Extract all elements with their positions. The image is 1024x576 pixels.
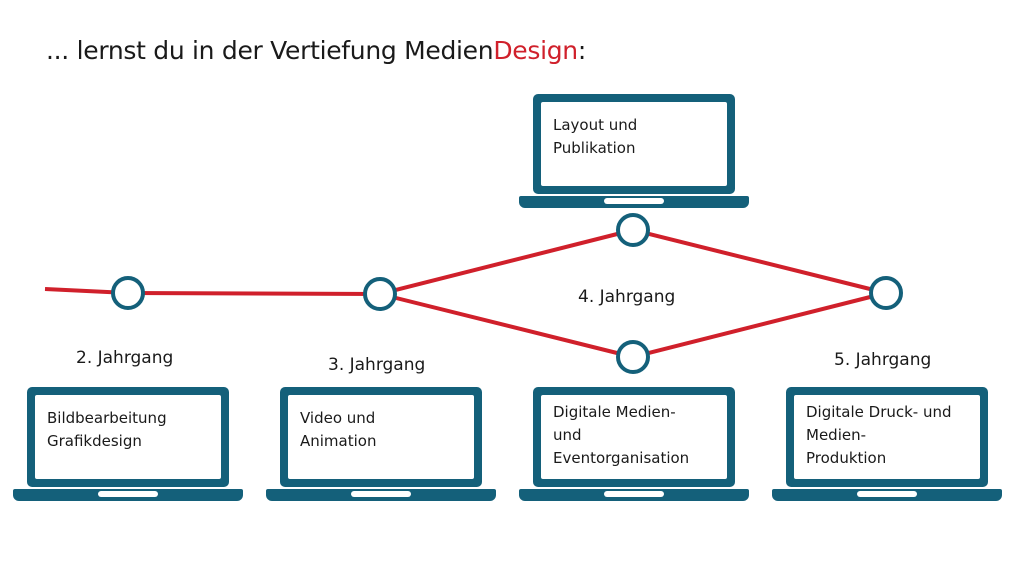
node-year-3 xyxy=(363,277,397,311)
laptop-screen: Video und Animation xyxy=(280,387,482,487)
timeline-line-4b-5 xyxy=(632,291,887,359)
laptop-trackpad xyxy=(857,491,917,497)
laptop-trackpad xyxy=(98,491,158,497)
laptop-screen: Bildbearbeitung Grafikdesign xyxy=(27,387,229,487)
laptop-screen: Digitale Druck- und Medien- Produktion xyxy=(786,387,988,487)
timeline-lines xyxy=(44,228,887,359)
laptop-label: Layout und Publikation xyxy=(553,116,638,157)
node-year-5 xyxy=(869,276,903,310)
year-label-2: 2. Jahrgang xyxy=(76,348,174,368)
laptop-trackpad xyxy=(351,491,411,497)
laptop-layout-publikation: Layout und Publikation xyxy=(519,94,749,209)
laptop-digitale-medien-eventorganisation: Digitale Medien- und Eventorganisation xyxy=(519,387,749,502)
laptop-trackpad xyxy=(604,198,664,204)
year-label-5: 5. Jahrgang xyxy=(834,350,932,370)
laptop-label: Video und Animation xyxy=(300,409,377,450)
laptop-label: Bildbearbeitung Grafikdesign xyxy=(47,409,167,450)
laptop-label: Digitale Druck- und Medien- Produktion xyxy=(806,403,952,467)
laptop-digitale-druck-medien-produktion: Digitale Druck- und Medien- Produktion xyxy=(772,387,1002,502)
page-title: ... lernst du in der Vertiefung MedienDe… xyxy=(46,36,586,65)
year-label-3: 3. Jahrgang xyxy=(328,355,426,375)
laptop-bildbearbeitung-grafikdesign: Bildbearbeitung Grafikdesign xyxy=(13,387,243,502)
timeline-line-4a-5 xyxy=(632,228,887,295)
title-brand-medien: Medien xyxy=(404,36,494,65)
laptop-screen: Digitale Medien- und Eventorganisation xyxy=(533,387,735,487)
node-year-4-upper xyxy=(616,213,650,247)
timeline-line-3-4b xyxy=(379,292,634,359)
title-prefix: ... lernst du in der Vertiefung xyxy=(46,36,405,65)
year-label-4: 4. Jahrgang xyxy=(578,287,676,307)
laptop-screen: Layout und Publikation xyxy=(533,94,735,194)
node-year-4-lower xyxy=(616,340,650,374)
laptop-label: Digitale Medien- und Eventorganisation xyxy=(553,403,690,467)
laptop-video-animation: Video und Animation xyxy=(266,387,496,502)
timeline-line-2-3 xyxy=(127,291,381,296)
title-brand-design: Design xyxy=(493,36,578,65)
timeline-line-3-4a xyxy=(379,228,634,296)
laptop-trackpad xyxy=(604,491,664,497)
node-year-2 xyxy=(111,276,145,310)
title-suffix: : xyxy=(577,36,586,65)
